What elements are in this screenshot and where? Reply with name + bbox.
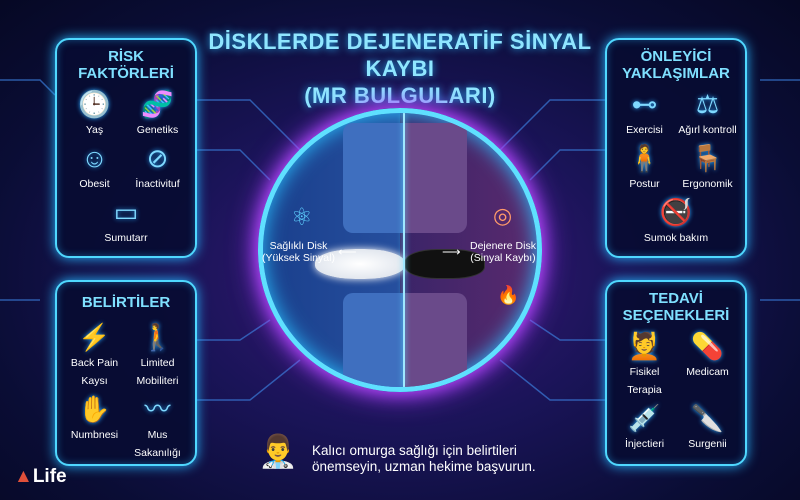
symptoms-panel: BELİRTİLER ⚡Back Pain Kaysı 🚶Limited Mob… — [55, 280, 197, 466]
degenerated-disk-label: Dejenere Disk(Sinyal Kaybı) — [470, 240, 536, 264]
arrow-left-icon: ⟵ — [338, 244, 357, 259]
dumbbell-icon: ⊷ — [631, 89, 658, 119]
scalpel-icon: 🔪 — [691, 403, 724, 433]
molecule-icon: ⚛ — [291, 204, 313, 231]
spine-mri-illustration: ⚛ ◎ 🔥 — [258, 108, 542, 392]
lower-vertebra — [343, 293, 467, 387]
symptom-muscle: 〰Mus Sakanılığı — [126, 393, 189, 461]
cigarette-icon: ▭ — [113, 197, 139, 227]
upper-vertebra — [343, 123, 467, 233]
person-clock-icon: 🕒 — [78, 89, 111, 119]
treatment-injection: 💉İnjectieri — [613, 402, 676, 452]
symptoms-title: BELİRTİLER — [81, 294, 171, 311]
logo: ▲Life — [14, 466, 67, 487]
healthy-disk-label: Sağlıklı Disk(Yüksek Sinyal) — [262, 240, 335, 264]
prevention-no-smoking: 🚭Sumok bakım — [613, 196, 739, 246]
arrow-right-icon: ⟶ — [442, 244, 461, 259]
no-activity-icon: ⊘ — [146, 143, 169, 173]
title-line-2: (MR BULGULARI) — [304, 83, 496, 108]
treatment-surgery: 🔪Surgenii — [676, 402, 739, 452]
cracked-disc-icon: ◎ — [493, 203, 513, 228]
prevention-weight: ⚖Ağırl kontroll — [676, 88, 739, 138]
no-smoking-icon: 🚭 — [659, 197, 693, 227]
risk-item-inactivity: ⊘İnactivituf — [126, 142, 189, 192]
massage-icon: 💆 — [628, 331, 661, 361]
prevention-exercise: ⊷Exercisi — [613, 88, 676, 138]
title-line-1: DİSKLERDE DEJENERATİF SİNYAL KAYBI — [208, 29, 592, 81]
back-pain-icon: ⚡ — [78, 322, 111, 352]
treatment-physio: 💆Fisikel Terapia — [613, 330, 676, 398]
pill-icon: 💊 — [691, 331, 724, 361]
obese-person-icon: ☺ — [81, 143, 108, 173]
risk-item-age: 🕒Yaş — [63, 88, 126, 138]
risk-item-smoking: ▭Sumutarr — [63, 196, 189, 246]
degenerated-disk — [405, 249, 485, 279]
risk-item-obesity: ☺Obesit — [63, 142, 126, 192]
chair-icon: 🪑 — [691, 143, 724, 173]
healthy-disk — [315, 249, 405, 279]
symptom-mobility: 🚶Limited Mobiliteri — [126, 321, 189, 389]
doctor-icon: 👨‍⚕️ — [258, 433, 298, 469]
hand-icon: ✋ — [78, 394, 111, 424]
scale-icon: ⚖ — [695, 89, 720, 119]
risk-item-genetics: 🧬Genetiks — [126, 88, 189, 138]
symptom-back-pain: ⚡Back Pain Kaysı — [63, 321, 126, 389]
treatment-medication: 💊Medicam — [676, 330, 739, 398]
posture-icon: 🧍 — [628, 143, 661, 173]
divider-line — [403, 113, 405, 387]
syringe-icon: 💉 — [628, 403, 661, 433]
muscle-icon: 〰 — [144, 394, 171, 424]
prevention-posture: 🧍Postur — [613, 142, 676, 192]
walking-icon: 🚶 — [141, 322, 174, 352]
flame-icon: 🔥 — [497, 285, 520, 305]
prevention-ergonomic: 🪑Ergonomik — [676, 142, 739, 192]
symptom-numbness: ✋Numbnesi — [63, 393, 126, 461]
page-title: DİSKLERDE DEJENERATİF SİNYAL KAYBI (MR B… — [200, 28, 600, 109]
dna-icon: 🧬 — [141, 89, 174, 119]
